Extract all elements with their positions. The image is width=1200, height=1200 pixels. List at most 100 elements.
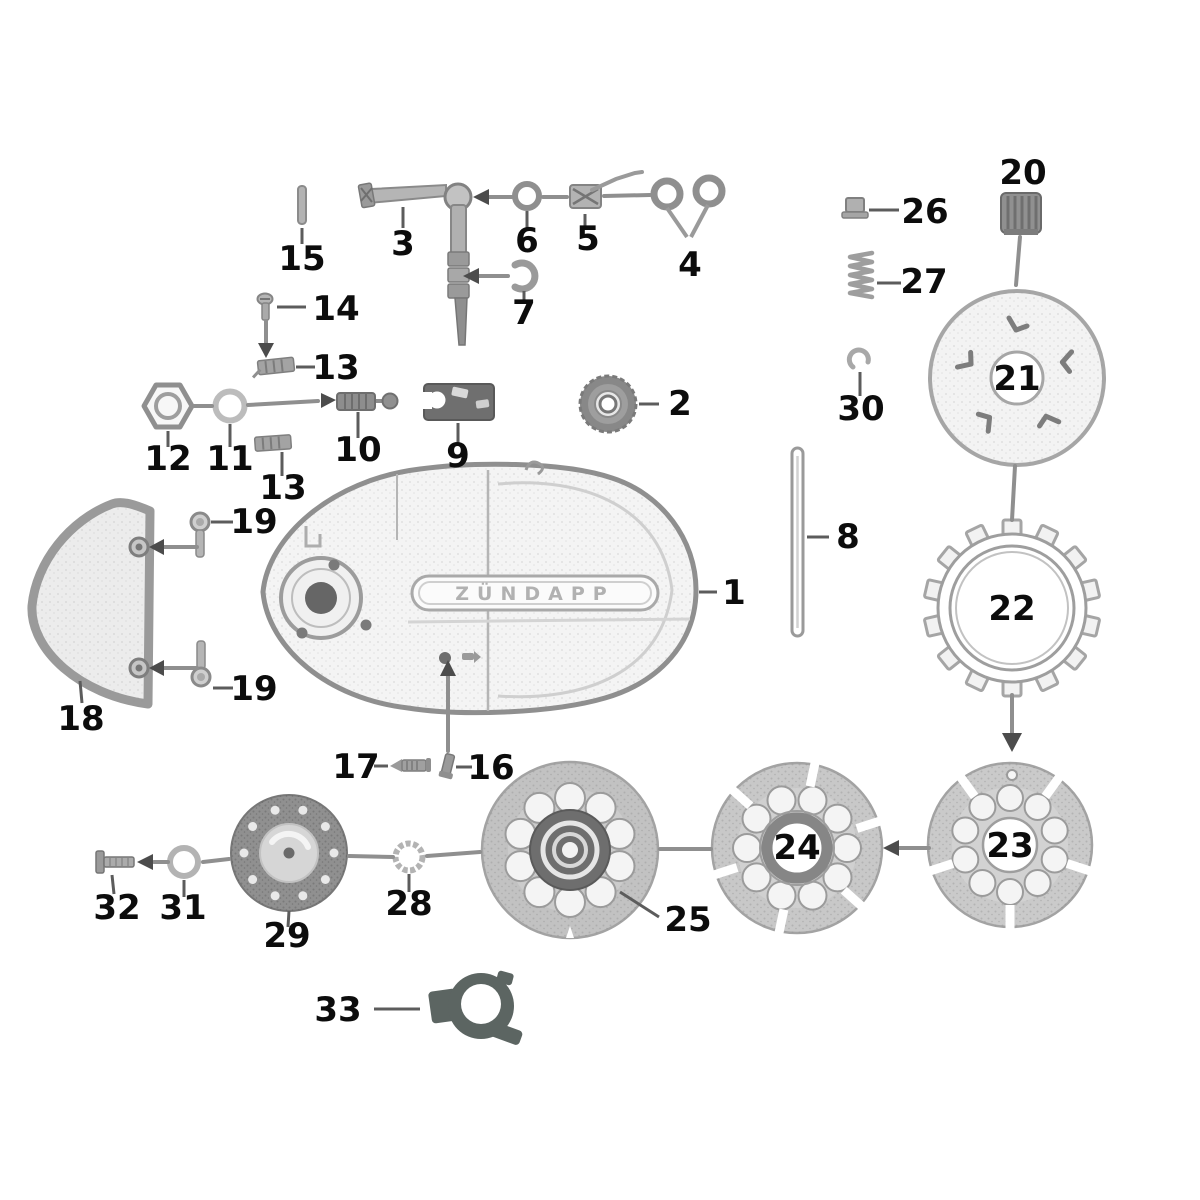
disc-hole [248, 875, 258, 884]
callout-30: 30 [837, 389, 884, 429]
clamp-cross [360, 187, 373, 202]
disc-hole [951, 816, 980, 845]
clamp-cross [572, 187, 599, 206]
disc-hole [797, 880, 828, 911]
disc-holes [732, 785, 862, 911]
disc-hole [1040, 845, 1069, 874]
part-bolt-32 [95, 850, 135, 874]
disc-slots [707, 756, 887, 940]
callout-26: 26 [901, 192, 948, 232]
callout-32: 32 [93, 888, 140, 928]
callout-18: 18 [57, 699, 104, 739]
v-line [665, 206, 689, 239]
disc-hole [320, 875, 330, 884]
plate-rib [277, 436, 281, 449]
disc-hole [298, 805, 308, 815]
disc-hole [996, 878, 1024, 906]
plate-slot-mark [954, 349, 974, 370]
screw-shaft [261, 302, 270, 321]
callout-6: 6 [515, 221, 539, 261]
clamp-plate [253, 434, 293, 452]
connector-line [602, 193, 652, 198]
part-screw-19-bottom [190, 640, 212, 688]
part-clutch-lever-3 [357, 182, 473, 346]
part-bearing-2 [578, 374, 638, 434]
hub-ring-light2 [552, 832, 588, 868]
part-clamp-plate-13-lower [253, 434, 293, 452]
disc-slot [1065, 859, 1097, 878]
hub-rim [759, 810, 835, 886]
ring-inner2 [955, 551, 1069, 665]
leader-line [110, 874, 116, 895]
connector-line [425, 850, 482, 858]
disc-hole [832, 833, 862, 863]
screw-shaft [195, 529, 205, 558]
disc-holes [239, 805, 339, 901]
part-pin-15 [297, 185, 307, 225]
part-washer-28 [392, 840, 426, 874]
part-hub-disc-29 [230, 794, 348, 912]
disc-hole [968, 793, 997, 821]
part-spring-ring-22 [923, 518, 1101, 698]
arrowhead [321, 393, 336, 408]
end-cover-texture [31, 502, 151, 704]
plate-rib [264, 360, 268, 374]
plate-rib [269, 437, 273, 450]
part-bracket-9 [421, 383, 495, 421]
eyelet [650, 177, 684, 211]
hub-center [283, 847, 295, 859]
part-gasket-strip-8 [790, 446, 805, 638]
disc-hole [822, 862, 853, 893]
part-oring-6 [512, 181, 542, 211]
nut-flange [1004, 229, 1038, 235]
callout-12: 12 [144, 439, 191, 479]
leader-line [619, 890, 660, 919]
callout-10: 10 [334, 430, 381, 470]
screw-head-center [196, 518, 204, 526]
disc-holes [951, 784, 1069, 906]
disc-hole [270, 805, 280, 815]
c-clip-small [846, 347, 871, 370]
disc-slot [1041, 769, 1067, 800]
disc-center-hole [981, 816, 1039, 874]
callout-29: 29 [263, 916, 310, 956]
arrowheads [137, 189, 1022, 870]
callout-15: 15 [278, 239, 325, 279]
disc-hole [1023, 793, 1052, 821]
plate-rib [261, 437, 265, 450]
boss-bolt [328, 559, 340, 571]
callout-19: 19 [230, 669, 277, 709]
pin-hole [1006, 769, 1018, 781]
disc-slot [855, 815, 887, 833]
part-screw-14 [256, 292, 274, 321]
callout-13: 13 [312, 348, 359, 388]
washer-knurled [392, 840, 426, 874]
cap-flange [841, 211, 869, 219]
plate-center-hole [989, 350, 1045, 406]
connector-line [1014, 235, 1022, 287]
disc-hole [822, 803, 853, 834]
lever-shaft [450, 204, 467, 256]
callout-31: 31 [159, 888, 206, 928]
connector-lines [152, 193, 1022, 864]
ring-inner [948, 544, 1076, 672]
arrowhead [149, 539, 164, 555]
clamp-plate [256, 356, 296, 376]
pin-foot [438, 770, 453, 780]
arrowhead [137, 854, 153, 870]
cover-tab [304, 526, 322, 548]
disc-hole [741, 862, 772, 893]
brand-badge-inner [418, 581, 652, 605]
disc-hole [732, 833, 762, 863]
tiny-screw-tip [474, 651, 481, 663]
adjuster-barrel [336, 392, 376, 411]
bracket-slot [475, 399, 490, 409]
callout-16: 16 [467, 748, 514, 788]
screw-boss-hole [135, 543, 143, 551]
connector-line [347, 854, 395, 859]
bolt-shaft [103, 856, 135, 868]
part-clutch-plate-24 [707, 756, 887, 940]
screw-shaft [196, 640, 206, 670]
